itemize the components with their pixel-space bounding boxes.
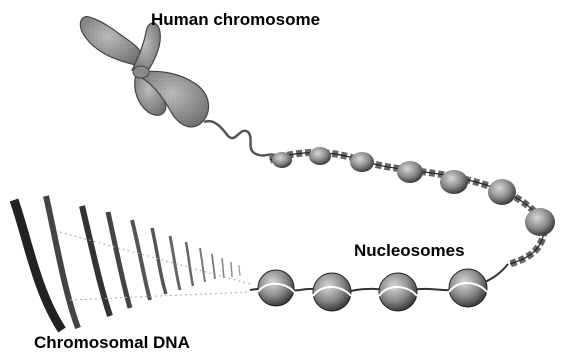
chromatin-fiber	[204, 121, 278, 156]
label-human-chromosome: Human chromosome	[151, 10, 320, 30]
nucleosome-4	[449, 269, 487, 307]
label-nucleosomes: Nucleosomes	[354, 241, 465, 261]
chromosomal-dna-helix	[14, 196, 250, 330]
nucleosome-1	[258, 270, 294, 306]
chromosome-illustration	[80, 17, 208, 127]
beads-on-string	[250, 264, 508, 311]
label-chromosomal-dna: Chromosomal DNA	[34, 333, 190, 353]
nucleosome-2	[313, 273, 351, 311]
nucleosome-3	[379, 273, 417, 311]
